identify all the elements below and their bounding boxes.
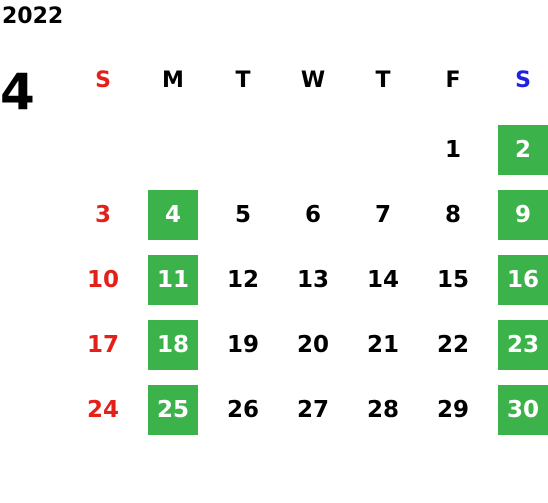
month-number: 4 xyxy=(0,63,35,121)
day-cell-highlighted: 11 xyxy=(138,255,208,305)
day-cell-highlighted: 23 xyxy=(488,320,548,370)
day-number: 6 xyxy=(304,202,321,228)
day-cell: 14 xyxy=(348,255,418,305)
day-cell xyxy=(68,125,138,175)
week-row-3: 10 11 12 13 14 15 16 xyxy=(68,255,548,305)
weekday-wed: W xyxy=(278,60,348,100)
day-cell: 19 xyxy=(208,320,278,370)
day-cell: 10 xyxy=(68,255,138,305)
weekday-header: S M T W T F S xyxy=(68,60,548,100)
day-cell: 17 xyxy=(68,320,138,370)
day-cell xyxy=(348,125,418,175)
day-number: 10 xyxy=(86,267,119,293)
week-row-1: 1 2 xyxy=(68,125,548,175)
day-number: 4 xyxy=(164,202,181,228)
day-number: 25 xyxy=(156,397,189,423)
day-cell: 26 xyxy=(208,385,278,435)
day-cell: 7 xyxy=(348,190,418,240)
day-cell: 29 xyxy=(418,385,488,435)
day-cell-highlighted: 18 xyxy=(138,320,208,370)
day-number: 20 xyxy=(296,332,329,358)
weekday-label: M xyxy=(162,67,184,93)
day-cell: 27 xyxy=(278,385,348,435)
weekday-label: S xyxy=(95,67,111,93)
weekday-label: S xyxy=(515,67,531,93)
day-number: 28 xyxy=(366,397,399,423)
day-number: 26 xyxy=(226,397,259,423)
day-number: 14 xyxy=(366,267,399,293)
day-cell: 12 xyxy=(208,255,278,305)
weekday-label: F xyxy=(445,67,461,93)
day-number: 27 xyxy=(296,397,329,423)
day-cell: 3 xyxy=(68,190,138,240)
day-cell xyxy=(138,125,208,175)
day-cell: 21 xyxy=(348,320,418,370)
year-label: 2022 xyxy=(2,4,64,29)
weekday-fri: F xyxy=(418,60,488,100)
day-number: 16 xyxy=(506,267,539,293)
day-cell-highlighted: 16 xyxy=(488,255,548,305)
day-number: 15 xyxy=(436,267,469,293)
day-number: 5 xyxy=(234,202,251,228)
day-cell xyxy=(208,125,278,175)
day-cell: 6 xyxy=(278,190,348,240)
day-cell: 13 xyxy=(278,255,348,305)
day-cell: 20 xyxy=(278,320,348,370)
day-cell-highlighted: 2 xyxy=(488,125,548,175)
day-cell-highlighted: 9 xyxy=(488,190,548,240)
day-cell: 22 xyxy=(418,320,488,370)
day-number: 23 xyxy=(506,332,539,358)
weekday-mon: M xyxy=(138,60,208,100)
day-number: 2 xyxy=(514,137,531,163)
day-cell: 5 xyxy=(208,190,278,240)
day-number: 13 xyxy=(296,267,329,293)
week-row-5: 24 25 26 27 28 29 30 xyxy=(68,385,548,435)
day-number: 1 xyxy=(444,137,461,163)
day-cell xyxy=(278,125,348,175)
week-row-4: 17 18 19 20 21 22 23 xyxy=(68,320,548,370)
day-cell: 15 xyxy=(418,255,488,305)
day-cell: 1 xyxy=(418,125,488,175)
day-number: 8 xyxy=(444,202,461,228)
day-number: 30 xyxy=(506,397,539,423)
weekday-label: W xyxy=(300,67,326,93)
day-number: 22 xyxy=(436,332,469,358)
weekday-sun: S xyxy=(68,60,138,100)
weekday-label: T xyxy=(235,67,251,93)
day-cell: 28 xyxy=(348,385,418,435)
week-row-2: 3 4 5 6 7 8 9 xyxy=(68,190,548,240)
day-cell-highlighted: 25 xyxy=(138,385,208,435)
day-number: 24 xyxy=(86,397,119,423)
day-cell-highlighted: 30 xyxy=(488,385,548,435)
day-number: 7 xyxy=(374,202,391,228)
day-cell: 24 xyxy=(68,385,138,435)
day-number: 21 xyxy=(366,332,399,358)
day-number: 12 xyxy=(226,267,259,293)
weekday-sat: S xyxy=(488,60,548,100)
weekday-label: T xyxy=(375,67,391,93)
day-number: 18 xyxy=(156,332,189,358)
weekday-tue: T xyxy=(208,60,278,100)
day-cell: 8 xyxy=(418,190,488,240)
day-cell-highlighted: 4 xyxy=(138,190,208,240)
weekday-thu: T xyxy=(348,60,418,100)
day-number: 19 xyxy=(226,332,259,358)
day-number: 11 xyxy=(156,267,189,293)
day-number: 9 xyxy=(514,202,531,228)
day-number: 17 xyxy=(86,332,119,358)
day-number: 3 xyxy=(94,202,111,228)
day-number: 29 xyxy=(436,397,469,423)
